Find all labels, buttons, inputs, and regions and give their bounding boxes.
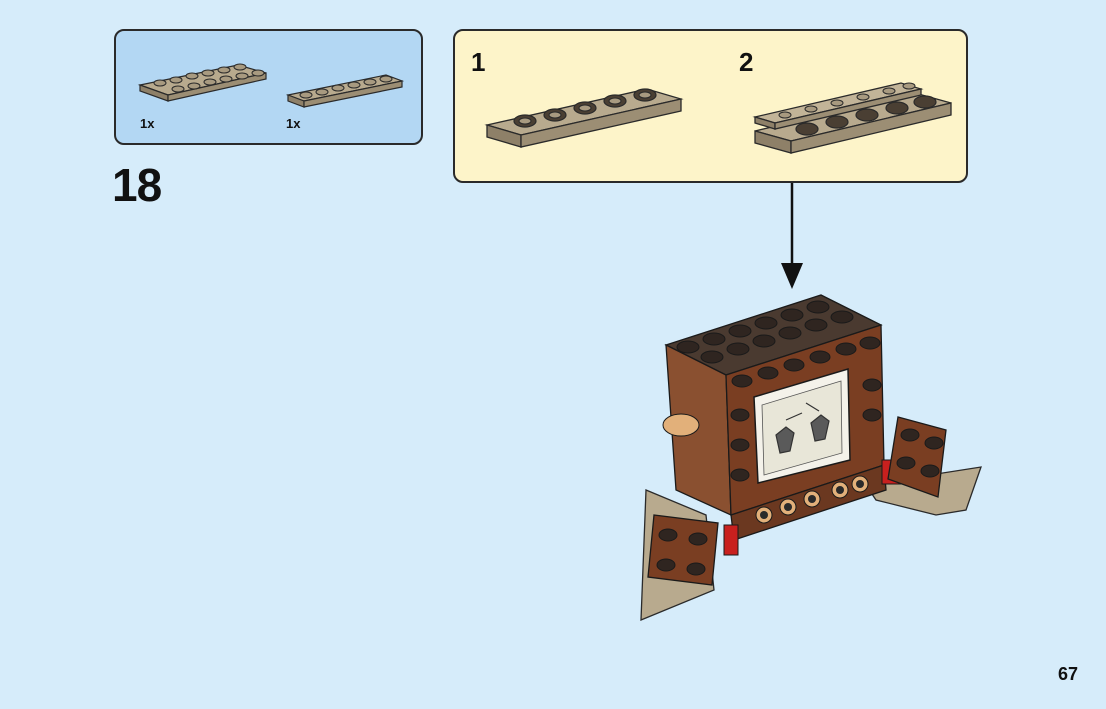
parts-list-callout: 1x 1x: [114, 29, 423, 145]
plate-2x6-dark-tan-icon: [137, 63, 267, 102]
plate-underside-icon: [484, 88, 684, 148]
placement-arrow-icon: [781, 183, 803, 289]
part-quantity: 1x: [140, 116, 155, 131]
part-quantity: 1x: [286, 116, 301, 131]
step-number: 18: [112, 159, 162, 211]
plate-1x6-dark-tan-icon: [285, 74, 405, 108]
subassembly-callout: 1 2: [453, 29, 968, 183]
substep-number: 2: [739, 47, 754, 77]
model-assembly-icon: [640, 294, 982, 621]
page-number: 67: [1057, 664, 1078, 684]
substep-number: 1: [471, 47, 486, 77]
plate-stack-icon: [752, 82, 952, 154]
